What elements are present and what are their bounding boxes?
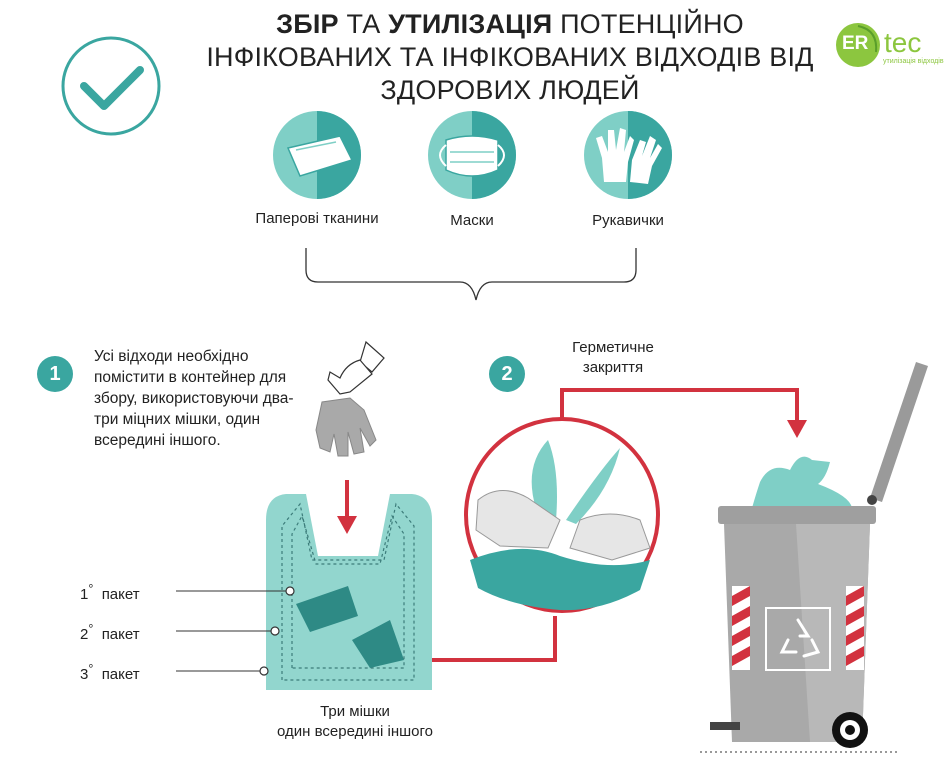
category-label-masks: Маски xyxy=(450,212,494,229)
title-line-3: ЗДОРОВИХ ЛЮДЕЙ xyxy=(380,75,640,105)
bag-layer-3-label: пакет xyxy=(101,666,140,683)
checkmark-icon xyxy=(61,36,161,136)
bag-layer-1: 1° пакет xyxy=(80,582,140,603)
page-title: ЗБІР ТА УТИЛІЗАЦІЯ ПОТЕНЦІЙНО ІНФІКОВАНИ… xyxy=(200,8,820,107)
bag-layer-3: 3° пакет xyxy=(80,662,140,683)
waste-bin-illustration xyxy=(700,362,928,753)
bag-caption-line-1: Три мішки xyxy=(320,703,390,720)
step-1-text: Усі відходи необхідно помістити в контей… xyxy=(94,348,294,449)
bag-caption: Три мішки один всередині іншого xyxy=(255,702,455,742)
bag-layer-2-label: пакет xyxy=(101,626,140,643)
title-normal-1: ТА xyxy=(338,9,389,39)
mask-icon xyxy=(428,111,516,199)
bag-layer-3-num: 3 xyxy=(80,666,89,683)
recycle-icon xyxy=(765,607,831,671)
title-line-2: ІНФІКОВАНИХ ТА ІНФІКОВАНИХ ВІДХОДІВ ВІД xyxy=(206,42,814,72)
paper-tissue-icon xyxy=(273,111,361,199)
category-label-gloves: Рукавички xyxy=(592,212,664,229)
title-normal-2: ПОТЕНЦІЙНО xyxy=(552,9,744,39)
step-1-badge: 1 xyxy=(37,356,73,392)
title-bold-2: УТИЛІЗАЦІЯ xyxy=(388,9,553,39)
hand-holding-glove-icon xyxy=(315,340,385,457)
logo-icon xyxy=(836,23,880,67)
logo-tagline: утилізація відходів xyxy=(883,58,944,65)
step-2-text: Герметичне закриття xyxy=(572,339,654,376)
logo-prefix: ER xyxy=(842,33,869,54)
hazard-stripes-right xyxy=(846,586,864,670)
title-bold-1: ЗБІР xyxy=(276,9,339,39)
bag-layer-2-num: 2 xyxy=(80,626,89,643)
category-label-paper: Паперові тканини xyxy=(255,210,379,227)
arrow-to-bin-icon xyxy=(560,388,807,438)
bag-layer-1-num: 1 xyxy=(80,586,89,603)
gloves-icon xyxy=(584,111,672,199)
arrow-down-icon xyxy=(337,480,357,534)
bag-layer-2: 2° пакет xyxy=(80,622,140,643)
logo-brand: tec xyxy=(884,27,922,58)
hazard-stripes-left xyxy=(732,586,750,670)
bag-layer-1-label: пакет xyxy=(101,586,140,603)
bag-illustration xyxy=(176,494,432,690)
sealing-illustration xyxy=(464,417,660,613)
bag-caption-line-2: один всередині іншого xyxy=(277,723,433,740)
step-2-badge: 2 xyxy=(489,356,525,392)
